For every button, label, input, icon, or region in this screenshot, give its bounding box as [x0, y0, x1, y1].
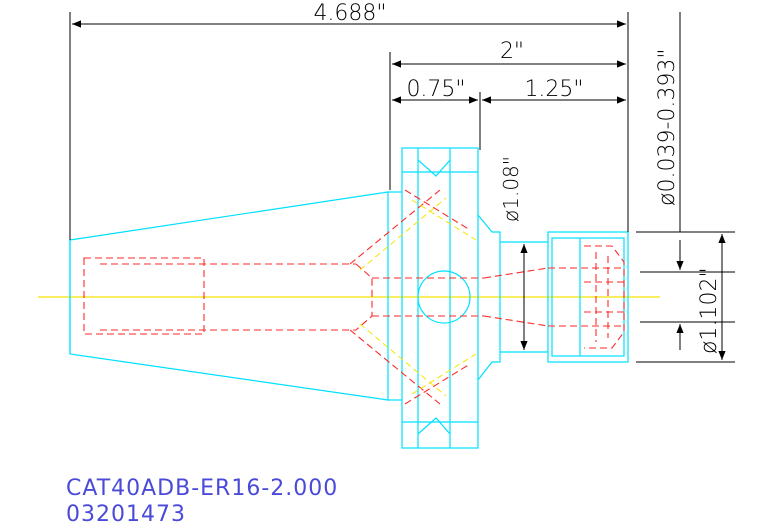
overall-length-label: 4.688": [313, 1, 386, 26]
flange-length-label: 0.75": [406, 77, 465, 102]
hidden-internal-features: [83, 189, 625, 405]
nose-length-label: 1.25": [524, 77, 583, 102]
holder-outline: [69, 147, 629, 449]
flange-diameter-label: ø1.08": [499, 156, 523, 222]
item-code: 03201473: [66, 502, 186, 527]
gauge-length-label: 2": [500, 39, 524, 64]
title-block: CAT40ADB-ER16-2.000 03201473: [66, 476, 338, 528]
nut-diameter-label: ø1.102": [697, 267, 722, 354]
coolant-paths: [359, 197, 477, 397]
clamping-range-label: ø0.039-0.393": [655, 49, 680, 206]
part-number: CAT40ADB-ER16-2.000: [66, 476, 339, 501]
dimensions: [69, 12, 735, 363]
